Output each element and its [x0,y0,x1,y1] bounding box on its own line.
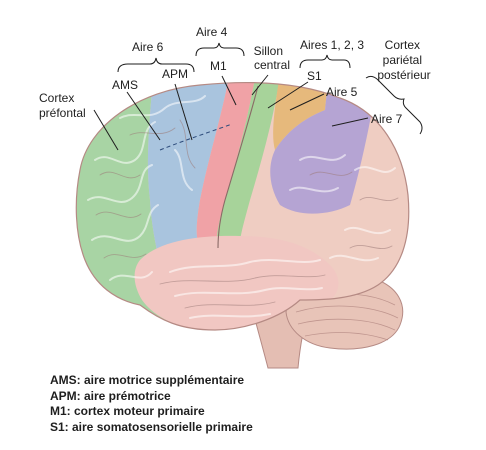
brain-outline [75,81,410,331]
label-sillon-central: Sillon central [254,44,290,72]
cortex-prefontal-leader [93,109,119,151]
aire4-brace [195,42,245,57]
somatosensory-region [216,82,282,250]
primary-motor-region [196,82,258,255]
label-m1: M1 [210,59,227,73]
aire6-brace [117,57,195,73]
label-aire7: Aire 7 [371,112,403,126]
sillon-central-leader [251,74,269,96]
label-aire5: Aire 5 [326,85,358,99]
label-cortex-parietal: Cortex pariétal postérieur [377,38,430,82]
ams-apm-boundary [159,123,233,151]
label-apm: APM [162,67,188,81]
m1-leader [221,75,237,106]
label-aire4: Aire 4 [196,25,228,39]
label-s1: S1 [307,69,322,83]
label-cortex-prefontal: Cortex préfontal [39,91,86,120]
legend-item-s1: S1: aire somatosensorielle primaire [50,419,253,434]
temporal-region [134,235,339,330]
label-aires123: Aires 1, 2, 3 [300,38,364,52]
apm-leader [174,83,193,141]
legend-item-apm: APM: aire prémotrice [50,388,171,403]
s1-leader [267,81,309,109]
cortex-parietal-brace [365,75,423,135]
aires123-brace [299,54,351,69]
legend-item-ams: AMS: aire motrice supplémentaire [50,373,245,387]
label-ams: AMS [112,78,138,92]
aire7-leader [331,117,369,127]
ams-leader [126,91,161,141]
legend-item-m1: M1: cortex moteur primaire [50,404,205,418]
label-aire6: Aire 6 [132,40,164,54]
aire5-leader [289,93,325,111]
legend: AMS: aire motrice supplémentaire APM: ai… [50,373,470,435]
central-sulcus [217,85,259,249]
